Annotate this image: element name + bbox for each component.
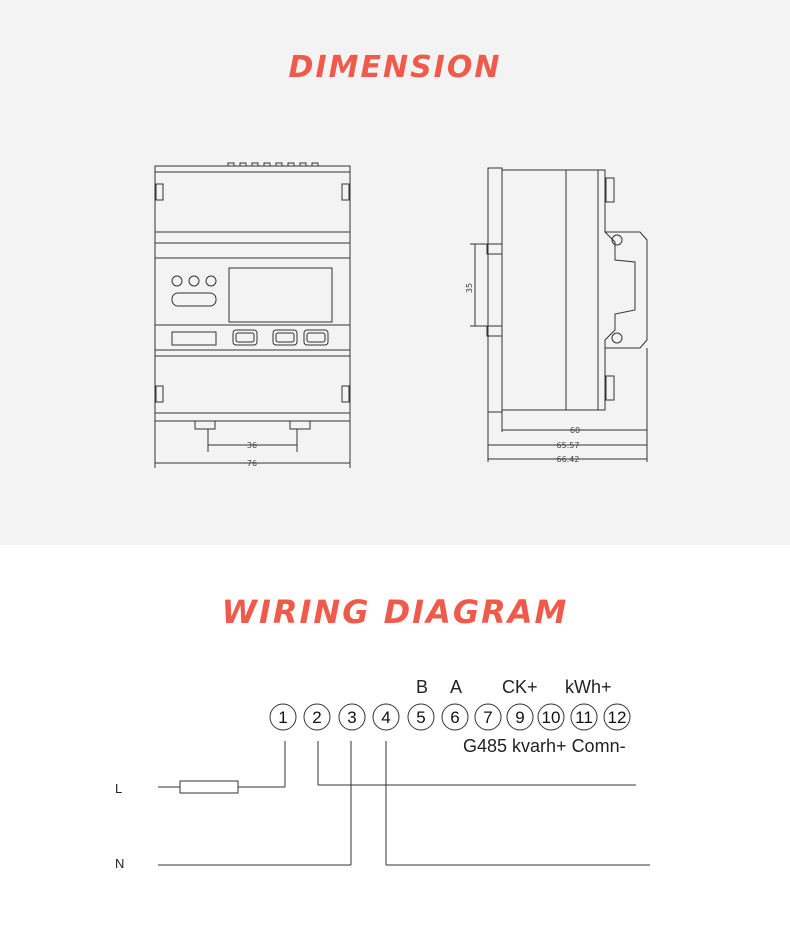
terminal-7: 7: [483, 708, 492, 727]
led-2: [188, 275, 200, 287]
bottom-labels: G485 kvarh+ Comn-: [463, 736, 626, 756]
dimension-title: DIMENSION: [288, 50, 502, 85]
height-dimension-label: 35: [465, 283, 474, 293]
meter-body: [154, 165, 351, 422]
front-button-1: [232, 329, 258, 346]
label-kwh: kWh+: [565, 677, 612, 697]
terminal-4: 4: [381, 708, 390, 727]
lcd-screen: [228, 267, 333, 323]
front-view: [154, 162, 351, 468]
depth-label-1: 60: [570, 426, 580, 435]
front-button-3: [303, 329, 329, 346]
side-view: [470, 167, 648, 462]
terminal-12: 12: [608, 708, 627, 727]
depth-label-3: 66.42: [557, 455, 580, 464]
label-ck: CK+: [502, 677, 538, 697]
label-b: B: [416, 677, 428, 697]
terminal-5: 5: [416, 708, 425, 727]
label-a: A: [450, 677, 462, 697]
led-3: [205, 275, 217, 287]
front-button-2: [272, 329, 298, 346]
top-connectors: [227, 162, 319, 167]
wiring-title: WIRING DIAGRAM: [221, 593, 569, 631]
terminal-2: 2: [312, 708, 321, 727]
terminal-row: [269, 703, 631, 731]
terminal-3: 3: [347, 708, 356, 727]
terminal-1: 1: [278, 708, 287, 727]
led-1: [171, 275, 183, 287]
rail-dimension-label: 36: [247, 441, 257, 450]
ir-port: [171, 292, 217, 307]
width-dimension-label: 76: [247, 459, 257, 468]
terminal-6: 6: [450, 708, 459, 727]
neutral-label: N: [115, 856, 124, 871]
wires: [158, 741, 650, 866]
fuse: [179, 780, 239, 794]
terminal-11: 11: [575, 708, 593, 727]
label-window: [171, 331, 217, 346]
terminal-9: 9: [515, 708, 524, 727]
wiring-section: [0, 545, 790, 933]
dimension-section: [0, 0, 790, 545]
live-label: L: [115, 781, 122, 796]
depth-label-2: 65.57: [557, 441, 580, 450]
terminal-10: 10: [542, 708, 561, 727]
